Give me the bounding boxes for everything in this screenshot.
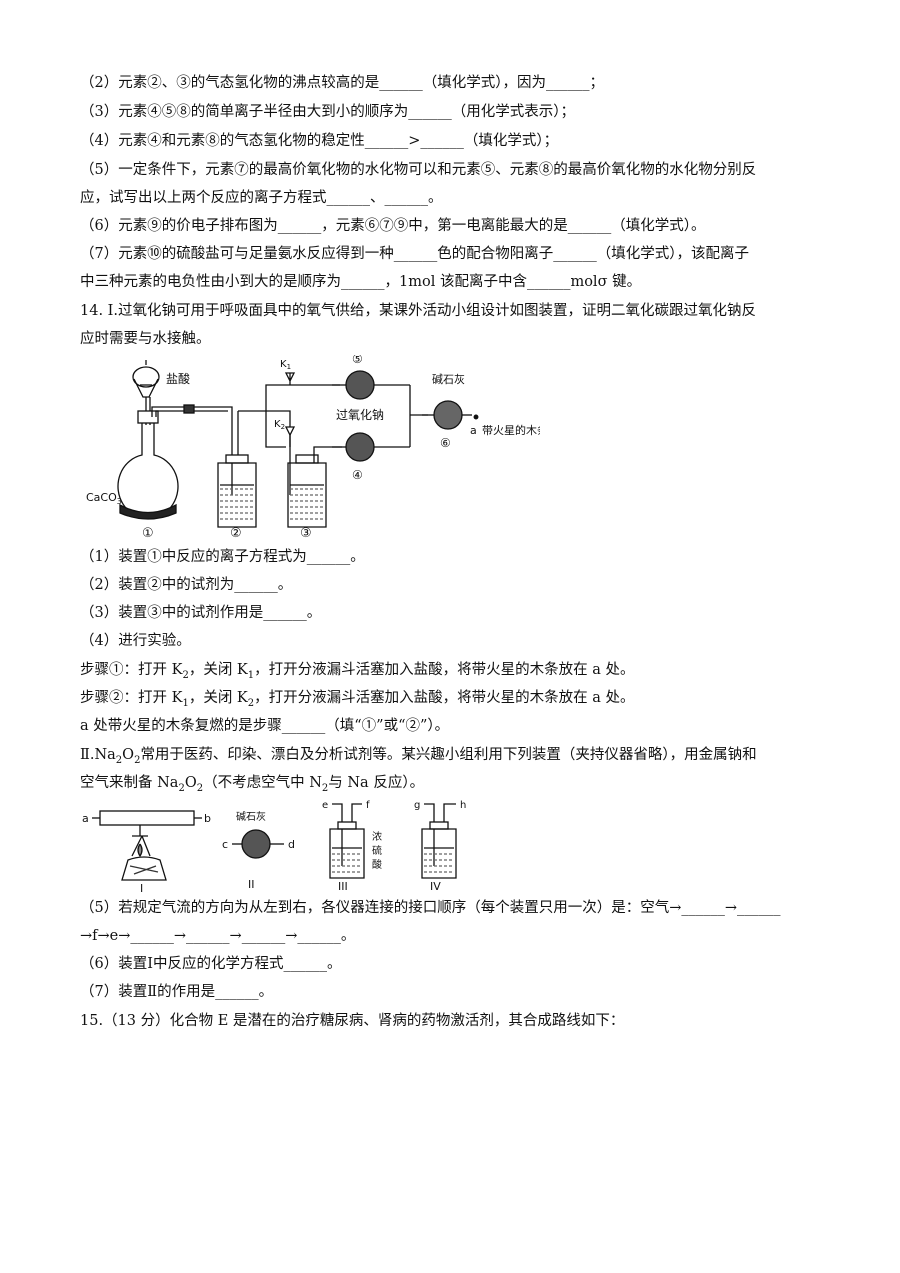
q13-part7-line2: 中三种元素的电负性由小到大的是顺序为______，1mol 该配离子中含____… [80, 274, 642, 290]
q13-part2: （2）元素②、③的气态氢化物的沸点较高的是______（填化学式），因为____… [80, 75, 604, 91]
acid-label-1: 浓 [372, 831, 382, 843]
separatory-funnel [132, 360, 160, 425]
step-2: 步骤②：打开 K1，关闭 K2，打开分液漏斗活塞加入盐酸，将带火星的木条放在 a… [80, 690, 635, 709]
na2o2-tube-4 [332, 432, 410, 462]
k2-label: K2 [274, 419, 285, 431]
port-b-label: b [204, 812, 211, 825]
k1-label: K1 [280, 359, 291, 371]
port-h-label: h [460, 800, 466, 811]
a-label: a [470, 424, 477, 437]
q14-intro-line1: 14. Ⅰ.过氧化钠可用于呼吸面具中的氧气供给，某课外活动小组设计如图装置，证明… [80, 303, 757, 319]
device-3-label: III [338, 880, 348, 892]
device-1 [92, 810, 202, 881]
device-4-label: IV [430, 880, 441, 892]
device-3 [329, 803, 365, 879]
q14-part7: （7）装置Ⅱ的作用是______。 [80, 984, 274, 1000]
branch-tubes [265, 372, 342, 448]
q13-part5-line2: 应，试写出以上两个反应的离子方程式______、______。 [80, 190, 443, 206]
device-1-label: I [140, 882, 143, 892]
part2-intro-line2: 空气来制备 Na2O2（不考虑空气中 N2与 Na 反应）。 [80, 775, 425, 794]
label-1: ① [142, 526, 154, 541]
soda-lime-label: 碱石灰 [432, 372, 465, 386]
q14-part1: （1）装置①中反应的离子方程式为______。 [80, 549, 365, 565]
device-4 [421, 803, 457, 879]
na2o2-tube-5 [332, 370, 410, 400]
caco3-label: CaCO3 [86, 491, 122, 506]
q14-part4: （4）进行实验。 [80, 633, 191, 649]
device-2 [232, 829, 284, 859]
soda-lime-label-2: 碱石灰 [236, 810, 266, 823]
wash-bottle-2 [217, 454, 257, 528]
q14-intro-line2: 应时需要与水接触。 [80, 331, 211, 347]
port-e-label: e [322, 800, 328, 811]
label-4: ④ [352, 468, 363, 482]
label-5: ⑤ [352, 355, 363, 366]
q13-part5-line1: （5）一定条件下，元素⑦的最高价氧化物的水化物可以和元素⑤、元素⑧的最高价氧化物… [80, 162, 757, 178]
q13-part6: （6）元素⑨的价电子排布图为______，元素⑥⑦⑨中，第一电离能最大的是___… [80, 218, 706, 234]
q14-part6: （6）装置Ⅰ中反应的化学方程式______。 [80, 956, 342, 972]
wash-bottle-3 [287, 446, 327, 528]
q15-intro: 15.（13 分）化合物 E 是潜在的治疗糖尿病、肾病的药物激活剂，其合成路线如… [80, 1013, 625, 1029]
delivery-tube-1 [151, 404, 291, 495]
label-3: ③ [300, 526, 312, 541]
q14-part5-line2: →f→e→______→______→______→______。 [80, 928, 356, 944]
label-2: ② [230, 526, 242, 541]
q14-part2: （2）装置②中的试剂为______。 [80, 577, 293, 593]
port-a-label: a [82, 812, 89, 825]
q13-part4: （4）元素④和元素⑧的气态氢化物的稳定性______>______（填化学式）； [80, 133, 559, 149]
label-6: ⑥ [440, 436, 451, 450]
port-c-label: c [222, 838, 228, 851]
apparatus-figure-1: 盐酸 CaCO3 ① ② [86, 355, 540, 541]
acid-label-3: 酸 [372, 858, 382, 871]
splint-label: 带火星的木条 [482, 423, 540, 437]
q13-part7-line1: （7）元素⑩的硫酸盐可与足量氨水反应得到一种______色的配合物阳离子____… [80, 246, 749, 262]
port-d-label: d [288, 838, 295, 851]
port-g-label: g [414, 800, 420, 811]
device-2-label: II [248, 878, 255, 891]
step-1: 步骤①：打开 K2，关闭 K1，打开分液漏斗活塞加入盐酸，将带火星的木条放在 a… [80, 662, 635, 681]
step-result: a 处带火星的木条复燃的是步骤______（填“①”或“②”）。 [80, 718, 450, 734]
apparatus-figure-2: a b I 碱石灰 c d II e f 浓 硫 酸 III [82, 800, 466, 892]
merge-tube [409, 385, 428, 447]
hcl-label: 盐酸 [166, 371, 190, 386]
q13-part3: （3）元素④⑤⑧的简单离子半径由大到小的顺序为______（用化学式表示）； [80, 104, 575, 120]
q14-part3: （3）装置③中的试剂作用是______。 [80, 605, 322, 621]
port-f-label: f [366, 800, 370, 811]
na2o2-label: 过氧化钠 [336, 407, 384, 422]
q14-part5-line1: （5）若规定气流的方向为从左到右，各仪器连接的接口顺序（每个装置只用一次）是：空… [80, 900, 781, 916]
acid-label-2: 硫 [372, 844, 382, 857]
soda-lime-tube-6 [422, 400, 479, 430]
flask-1 [117, 410, 179, 520]
part2-intro-line1: Ⅱ.Na2O2常用于医药、印染、漂白及分析试剂等。某兴趣小组利用下列装置（夹持仪… [80, 747, 757, 766]
